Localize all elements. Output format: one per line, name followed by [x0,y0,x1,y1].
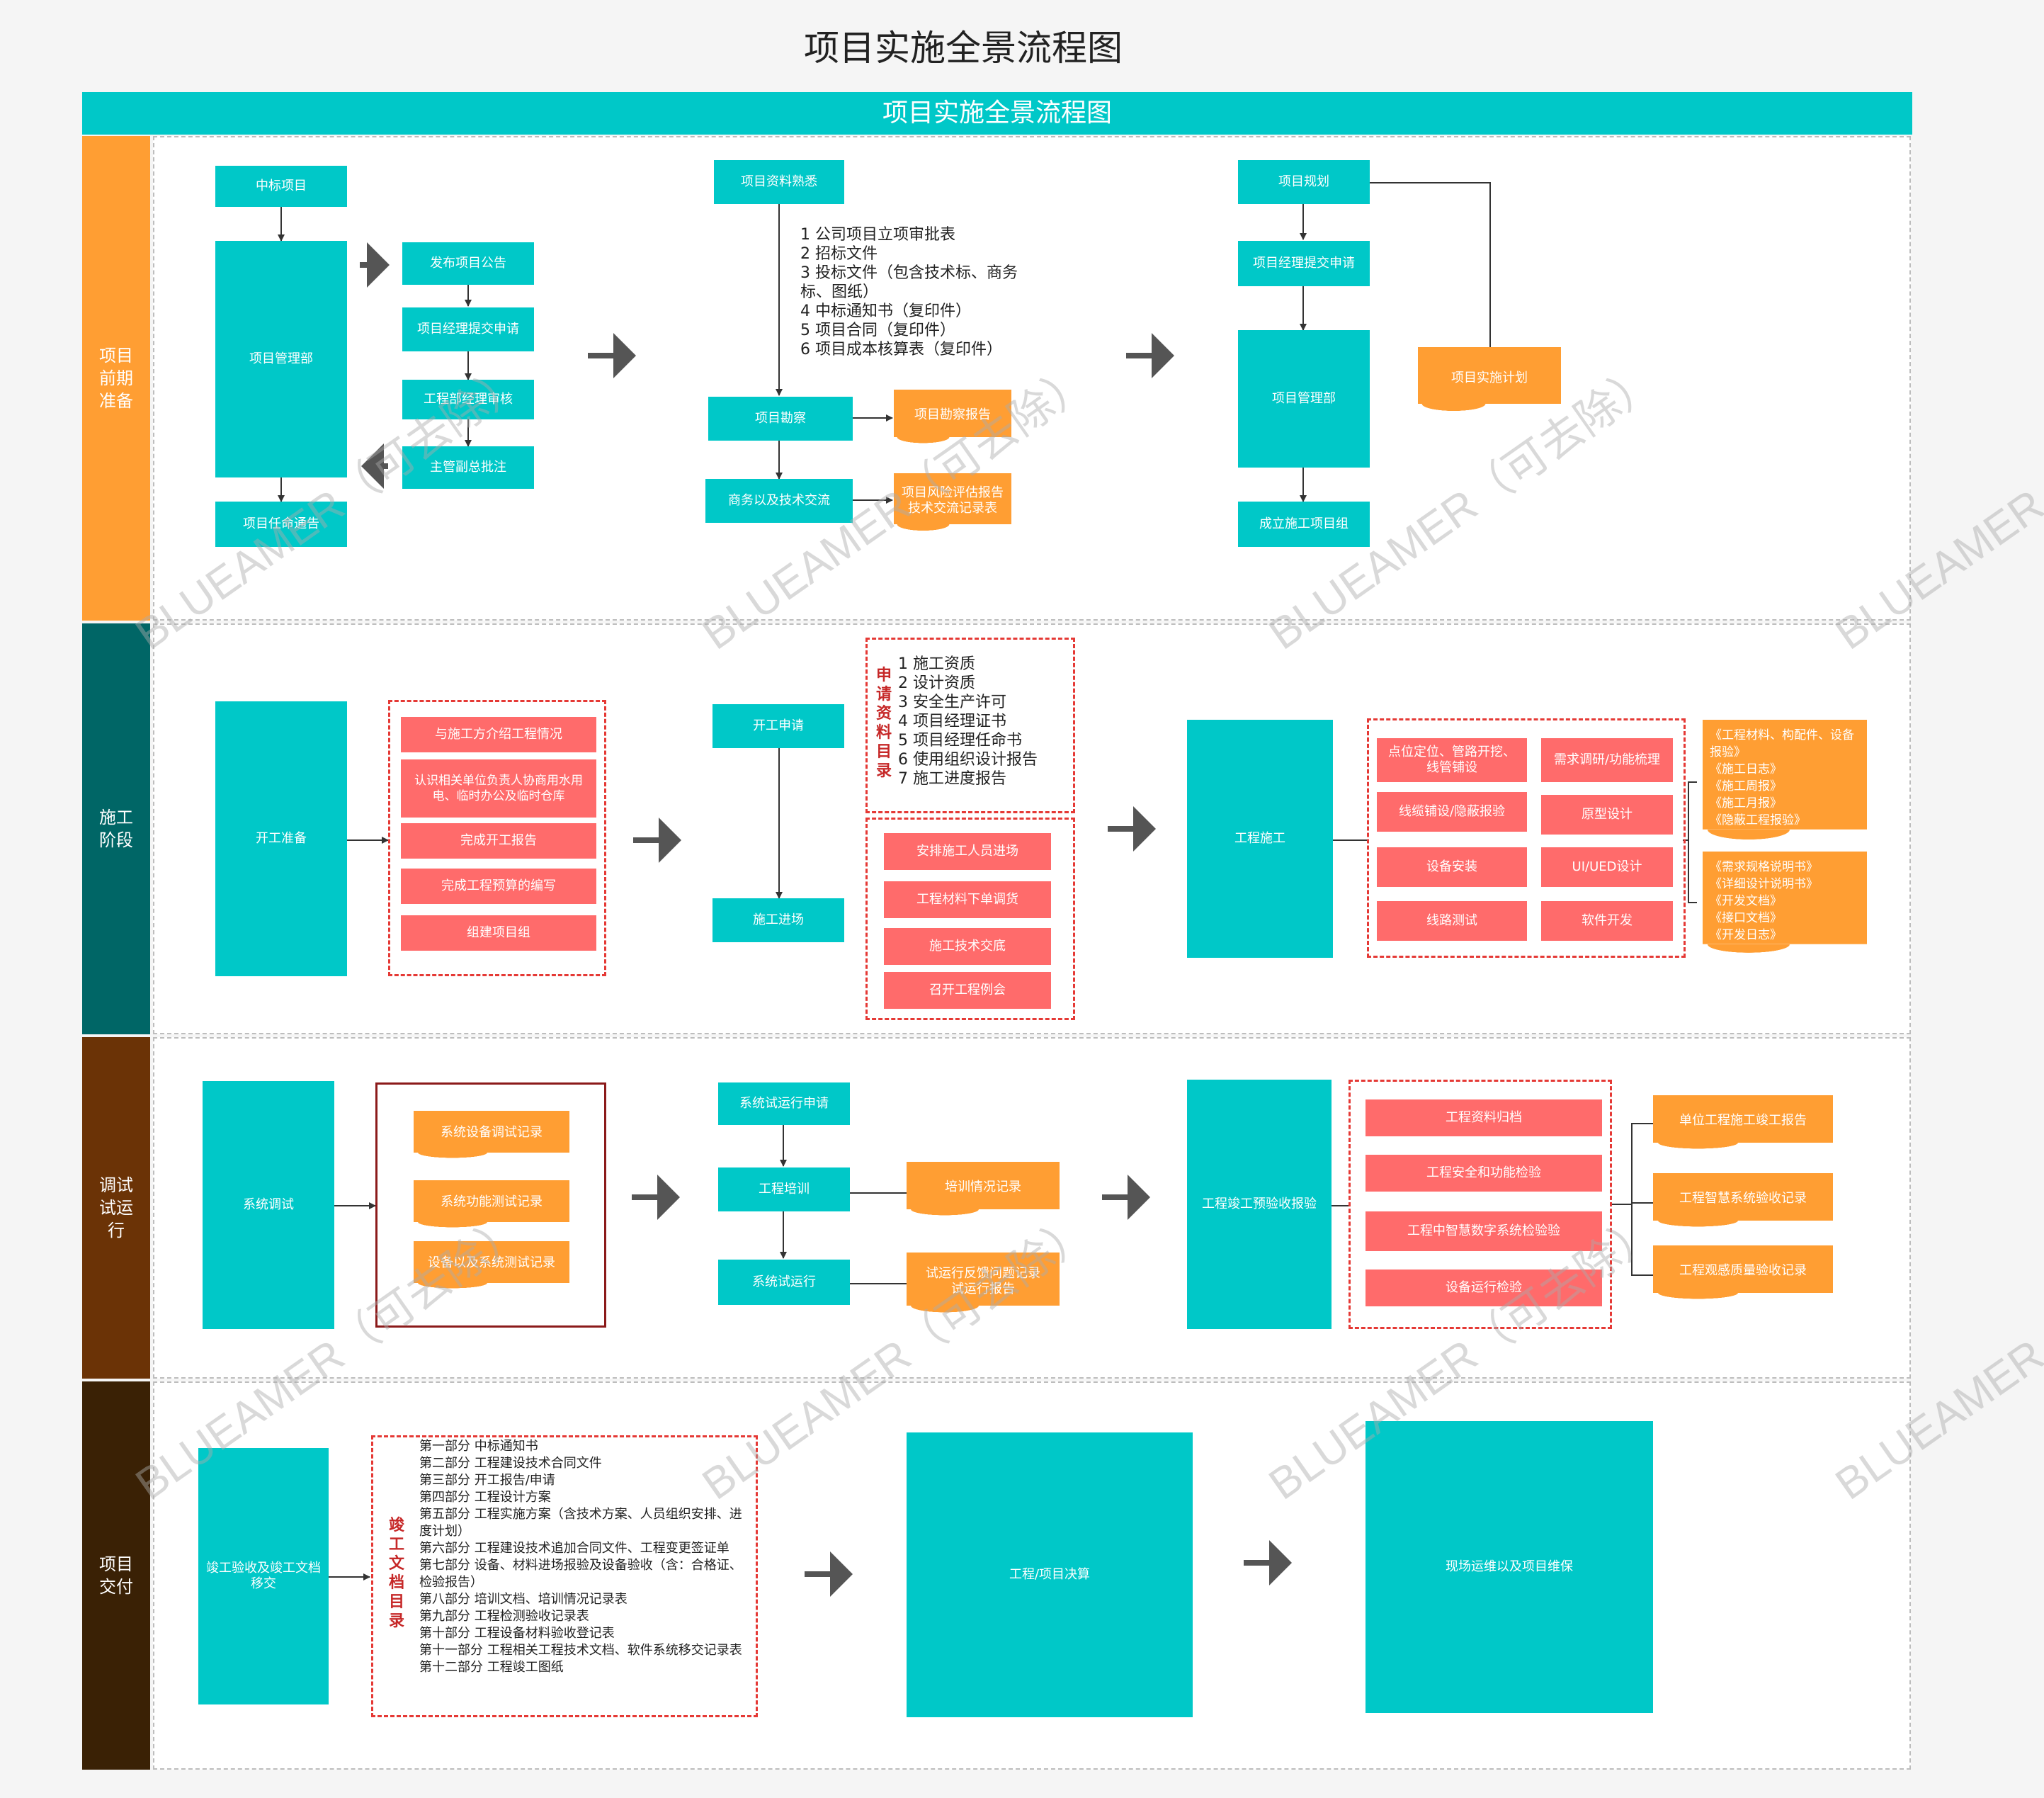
box-start-preparation: 开工准备 [215,701,347,976]
doc-completion-report: 单位工程施工竣工报告 [1653,1095,1833,1155]
diagram-banner: 项目实施全景流程图 [82,92,1912,135]
box-trial-run-application: 系统试运行申请 [718,1082,850,1125]
label-application-materials: 申请资料目录 [875,667,892,780]
doc-quality-acceptance: 工程观感质量验收记录 [1653,1245,1833,1305]
docs-construction-records: 《工程材料、构配件、设备报验》 《施工日志》 《施工周报》 《施工月报》 《隐蔽… [1703,720,1867,847]
box-form-construction-team: 成立施工项目组 [1238,502,1370,547]
box-training: 工程培训 [718,1167,850,1211]
doc-device-debug-record: 系统设备调试记录 [414,1111,569,1163]
group-preparation-tasks [388,700,606,976]
project-info-list: 1 公司项目立项审批表 2 招标文件 3 投标文件（包含技术标、商务标、图纸） … [800,226,1018,358]
lane-construction: 施工 阶段 [82,623,150,1034]
box-trial-run: 系统试运行 [718,1260,850,1305]
group-acceptance-checks [1349,1080,1612,1329]
check-archive: 工程资料归档 [1365,1099,1602,1136]
docs-development-records: 《需求规格说明书》 《详细设计说明书》 《开发文档》 《接口文档》 《开发日志》 [1703,852,1867,959]
group-debug-records [375,1082,606,1328]
box-site-survey: 项目勘察 [708,397,853,441]
box-pm-submit-application-2: 项目经理提交申请 [1238,241,1370,286]
doc-implementation-plan: 项目实施计划 [1418,347,1561,418]
doc-training-record: 培训情况记录 [907,1162,1060,1221]
lane-delivery: 项目 交付 [82,1381,150,1770]
box-appointment-notice: 项目任命通告 [215,502,347,547]
doc-trial-feedback: 试运行反馈问题记录 试运行报告 [907,1253,1060,1319]
doc-risk-assessment: 项目风险评估报告 技术交流记录表 [894,473,1011,537]
task-budget-preparation: 完成工程预算的编写 [401,869,596,904]
task-prototype: 原型设计 [1541,795,1673,835]
box-pre-acceptance: 工程竣工预验收报验 [1187,1080,1332,1329]
box-project-planning: 项目规划 [1238,160,1370,204]
group-application-materials [865,638,1075,813]
task-cable-laying: 线缆铺设/隐蔽报验 [1377,792,1527,832]
box-project-management-dept-2: 项目管理部 [1238,330,1370,468]
box-completion-handover: 竣工验收及竣工文档移交 [198,1448,329,1704]
zone-preparation [153,136,1911,621]
box-system-debugging: 系统调试 [203,1081,334,1329]
box-project-management-dept: 项目管理部 [215,241,347,477]
check-smart-system: 工程中智慧数字系统检验验 [1365,1211,1602,1251]
box-final-accounts: 工程/项目决算 [907,1432,1193,1717]
task-intro-to-contractor: 与施工方介绍工程情况 [401,717,596,752]
task-complete-start-report: 完成开工报告 [401,823,596,859]
task-software-dev: 软件开发 [1541,901,1673,941]
task-requirements: 需求调研/功能梳理 [1541,738,1673,782]
box-eng-dept-review: 工程部经理审核 [402,380,534,419]
task-coordinate-utilities: 认识相关单位负责人协商用水用电、临时办公及临时仓库 [401,759,596,818]
box-construction: 工程施工 [1187,720,1333,958]
check-safety-function: 工程安全和功能检验 [1365,1155,1602,1192]
group-entry-tasks [865,818,1075,1020]
label-completion-docs: 竣工文档目录 [388,1517,404,1630]
box-start-application: 开工申请 [712,704,844,748]
task-project-meeting: 召开工程例会 [884,972,1051,1009]
box-publish-announcement: 发布项目公告 [402,242,534,285]
doc-function-test-record: 系统功能测试记录 [414,1180,569,1233]
application-materials-list: 1 施工资质 2 设计资质 3 安全生产许可 4 项目经理证书 5 项目经理任命… [898,655,1038,788]
doc-survey-report: 项目勘察报告 [894,390,1011,449]
task-arrange-workers: 安排施工人员进场 [884,833,1051,870]
lane-preparation: 项目 前期 准备 [82,136,150,621]
task-form-project-team: 组建项目组 [401,915,596,951]
completion-docs-list: 第一部分 中标通知书 第二部分 工程建设技术合同文件 第三部分 开工报告/申请 … [419,1439,742,1675]
task-order-materials: 工程材料下单调货 [884,881,1051,918]
task-line-test: 线路测试 [1377,901,1527,941]
box-pm-submit-application: 项目经理提交申请 [402,307,534,351]
box-site-entry: 施工进场 [712,898,844,942]
box-winning-project: 中标项目 [215,166,347,207]
task-ui-design: UI/UED设计 [1541,847,1673,887]
page-title: 项目实施全景流程图 [804,28,1123,69]
box-business-tech-exchange: 商务以及技术交流 [705,479,853,523]
group-construction-tasks [1367,718,1686,958]
group-completion-docs [371,1435,758,1717]
lane-commissioning: 调试 试运 行 [82,1037,150,1379]
box-operation-maintenance: 现场运维以及项目维保 [1365,1421,1653,1713]
check-device-operation: 设备运行检验 [1365,1270,1602,1306]
doc-smart-system-acceptance: 工程智慧系统验收记录 [1653,1173,1833,1233]
box-deputy-gm-approval: 主管副总批注 [402,446,534,489]
task-tech-briefing: 施工技术交底 [884,928,1051,965]
task-device-install: 设备安装 [1377,847,1527,887]
doc-system-test-record: 设备以及系统测试记录 [414,1241,569,1294]
box-project-info-familiarize: 项目资料熟悉 [714,160,844,204]
task-point-positioning: 点位定位、管路开挖、线管铺设 [1377,738,1527,782]
